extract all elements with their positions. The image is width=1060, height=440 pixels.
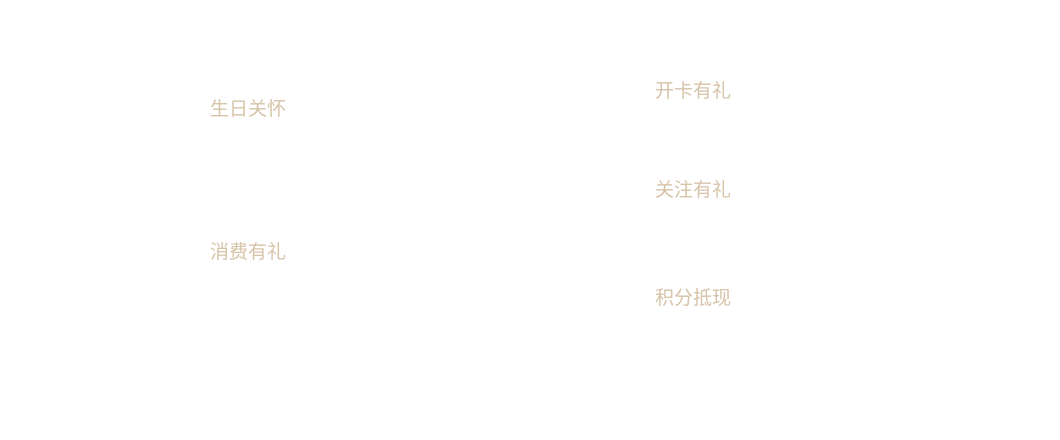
feature-follow-gift[interactable]: 关注有礼 [655, 179, 732, 201]
feature-consumption-gift[interactable]: 消费有礼 [210, 241, 287, 263]
feature-points-redemption[interactable]: 积分抵现 [655, 287, 732, 309]
feature-card-opening-gift[interactable]: 开卡有礼 [655, 80, 732, 102]
feature-birthday-care[interactable]: 生日关怀 [210, 98, 287, 120]
